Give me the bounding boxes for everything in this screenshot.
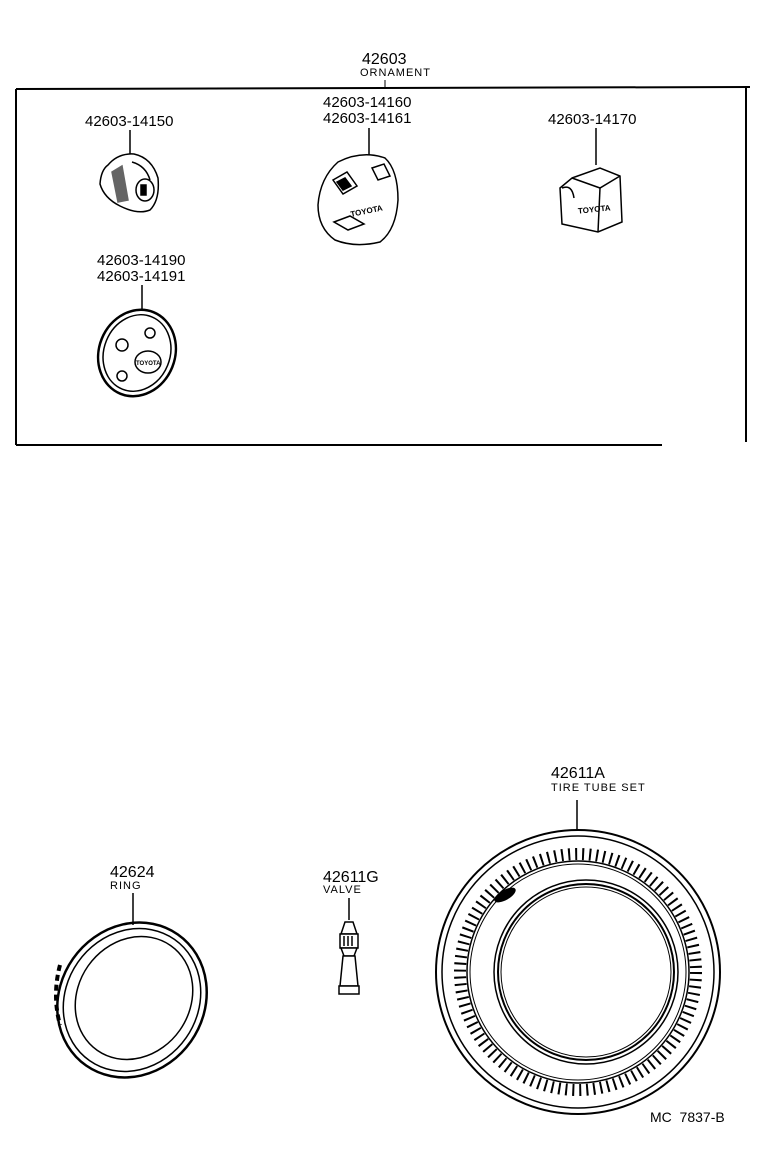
part-label-42611g: 42611G	[323, 869, 379, 886]
group-name: ORNAMENT	[360, 67, 431, 79]
valve-42611g-icon	[338, 921, 360, 995]
ornament-knob-14160-icon: TOYOTA	[317, 154, 399, 246]
part-name-tire-tube-set: TIRE TUBE SET	[551, 782, 646, 794]
part-label-42603-14170: 42603-14170	[548, 111, 637, 128]
part-label-42603-14161: 42603-14161	[323, 110, 412, 127]
part-label-42624: 42624	[110, 864, 155, 881]
part-label-42603-14160: 42603-14160	[323, 94, 412, 111]
ornament-group-box	[15, 86, 751, 446]
part-label-42603-14150: 42603-14150	[85, 113, 174, 130]
svg-text:TOYOTA: TOYOTA	[578, 203, 612, 215]
group-part-number: 42603	[362, 51, 407, 68]
part-name-ring: RING	[110, 880, 142, 892]
svg-text:TOYOTA: TOYOTA	[136, 361, 161, 367]
ornament-cap-14150-icon	[99, 153, 160, 213]
wheel-cap-14190-icon: TOYOTA	[96, 308, 178, 398]
figure-code: MC 7837-B	[650, 1109, 725, 1125]
part-name-valve: VALVE	[323, 884, 362, 896]
ring-42624-icon	[54, 921, 208, 1079]
part-label-42603-14191: 42603-14191	[97, 268, 186, 285]
ornament-hex-cap-14170-icon: TOYOTA	[559, 167, 623, 233]
part-label-42603-14190: 42603-14190	[97, 252, 186, 269]
part-label-42611a: 42611A	[551, 765, 605, 782]
tire-42611a-icon	[435, 829, 721, 1115]
